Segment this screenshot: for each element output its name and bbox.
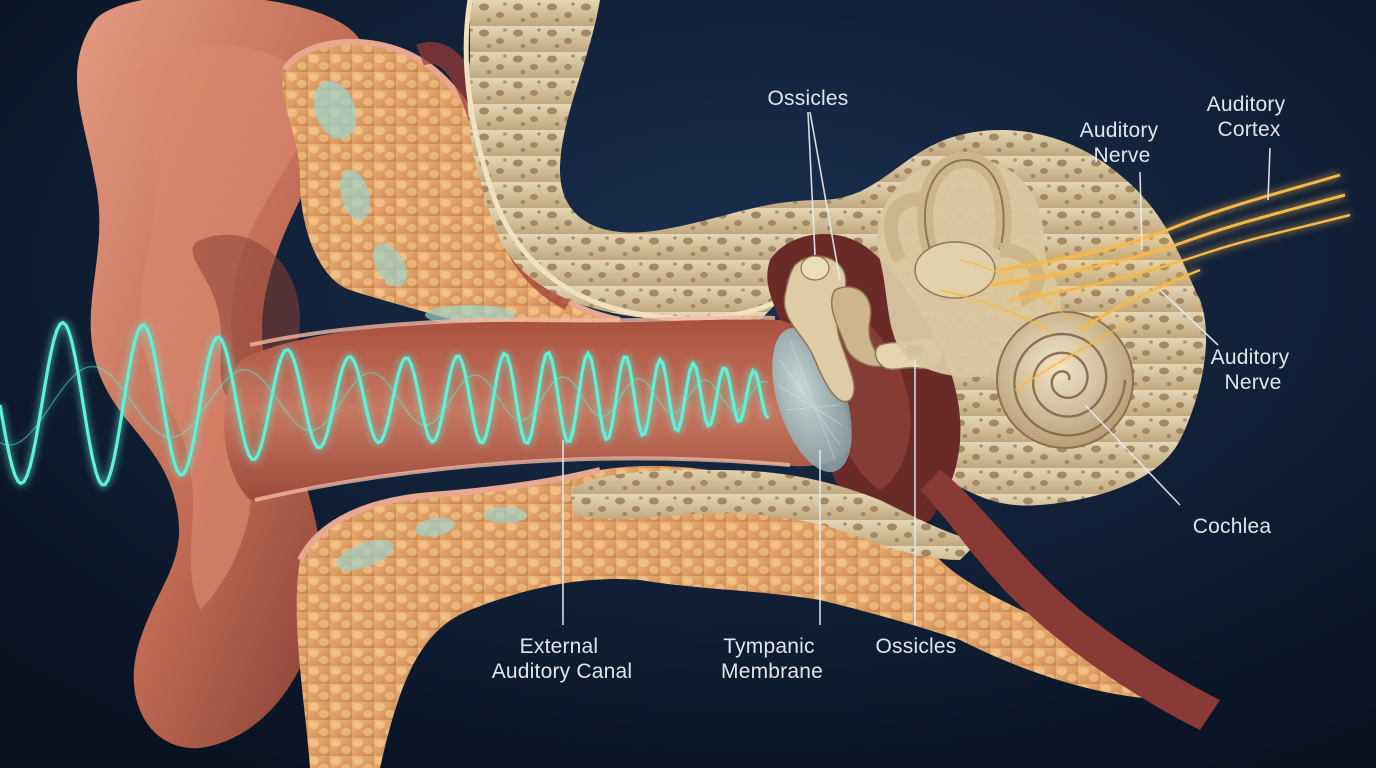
label-auditory-cortex: Auditory Cortex xyxy=(1207,93,1292,141)
leader-cochlea xyxy=(1084,404,1181,506)
label-auditory-cortex-line1: Auditory xyxy=(1207,93,1286,116)
label-ossicles-top: Ossicles xyxy=(768,87,849,110)
label-ossicles-bottom: Ossicles xyxy=(876,635,957,658)
leader-lines xyxy=(562,111,1271,625)
label-tympanic-membrane: Tympanic Membrane xyxy=(721,635,823,683)
label-auditory-nerve-top: Auditory Nerve xyxy=(1080,119,1165,167)
label-auditory-nerve-top-line2: Nerve xyxy=(1093,144,1150,167)
label-cochlea: Cochlea xyxy=(1193,515,1272,538)
tympanic-membrane-fibers xyxy=(777,339,843,461)
label-tympanic-membrane-line1: Tympanic xyxy=(723,635,814,658)
label-external-canal-line2: Auditory Canal xyxy=(492,660,633,683)
label-auditory-nerve-right-line2: Nerve xyxy=(1224,371,1281,394)
cochlea-spiral-line xyxy=(1013,332,1127,437)
cochlea-spiral xyxy=(996,311,1134,449)
label-auditory-nerve-right: Auditory Nerve xyxy=(1211,346,1296,394)
lower-tissue xyxy=(296,465,1220,768)
label-external-canal: External Auditory Canal xyxy=(492,635,633,683)
sound-wave-line xyxy=(0,320,770,487)
labels: Ossicles Auditory Nerve Auditory Cortex … xyxy=(492,87,1296,683)
leader-auditory-cortex xyxy=(1267,147,1271,201)
label-external-canal-line1: External xyxy=(520,635,599,658)
label-auditory-nerve-top-line1: Auditory xyxy=(1080,119,1159,142)
leader-auditory-nerve-top xyxy=(1139,171,1143,251)
label-auditory-cortex-line2: Cortex xyxy=(1217,118,1280,141)
inner-ear xyxy=(877,151,1061,377)
label-auditory-nerve-right-line1: Auditory xyxy=(1211,346,1290,369)
leader-ossicles-top-a xyxy=(807,111,816,256)
leader-ossicles-top-b xyxy=(809,111,841,281)
label-tympanic-membrane-line2: Membrane xyxy=(721,660,823,683)
sound-wave-echo xyxy=(0,365,769,446)
leader-auditory-nerve-right xyxy=(1159,289,1219,346)
pinna xyxy=(77,0,365,749)
auditory-nerve-bundle xyxy=(939,173,1351,391)
sound-wave xyxy=(0,320,770,487)
